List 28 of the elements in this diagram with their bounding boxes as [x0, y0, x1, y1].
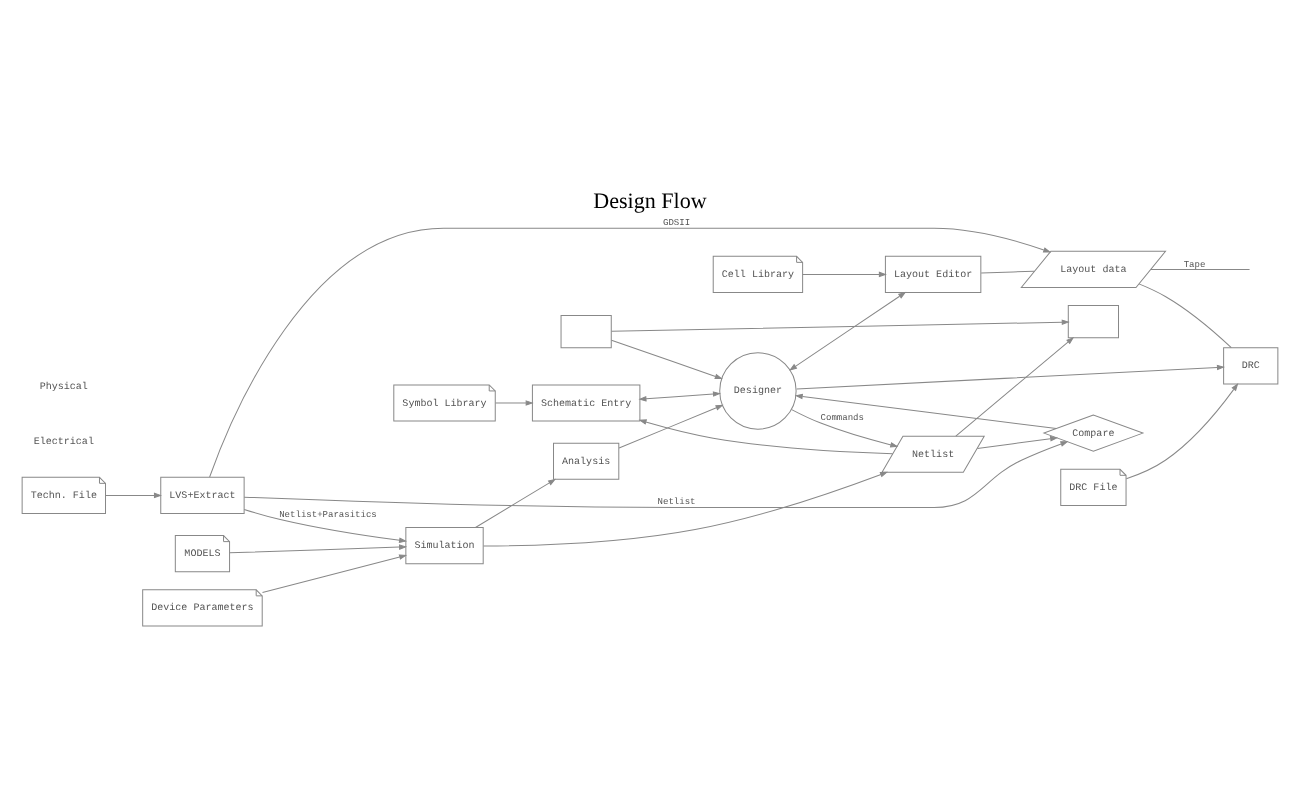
node-box	[560, 315, 612, 349]
arrow	[243, 508, 407, 543]
arrow	[791, 409, 898, 448]
connector	[980, 270, 1035, 274]
arrow	[262, 554, 407, 594]
arrow	[611, 319, 1069, 332]
arrow	[639, 419, 894, 455]
connector	[1150, 268, 1251, 270]
arrow	[789, 292, 906, 371]
node-box	[1067, 305, 1119, 339]
arrow	[1125, 383, 1238, 480]
arrow	[229, 544, 407, 554]
arrow	[976, 436, 1058, 449]
arrow	[243, 441, 1068, 508]
arrow	[483, 471, 888, 547]
arrow	[796, 364, 1224, 390]
arrow	[802, 271, 886, 277]
connector	[1138, 283, 1232, 349]
arrow	[618, 404, 723, 449]
arrow	[611, 339, 722, 380]
arrow	[639, 391, 720, 402]
arrow	[495, 400, 533, 406]
arrow	[475, 479, 556, 528]
arrow	[955, 337, 1074, 437]
arrow	[209, 227, 1051, 478]
arrow	[795, 393, 1057, 430]
diagram-title: Design Flow	[593, 189, 707, 214]
arrow	[105, 492, 161, 498]
